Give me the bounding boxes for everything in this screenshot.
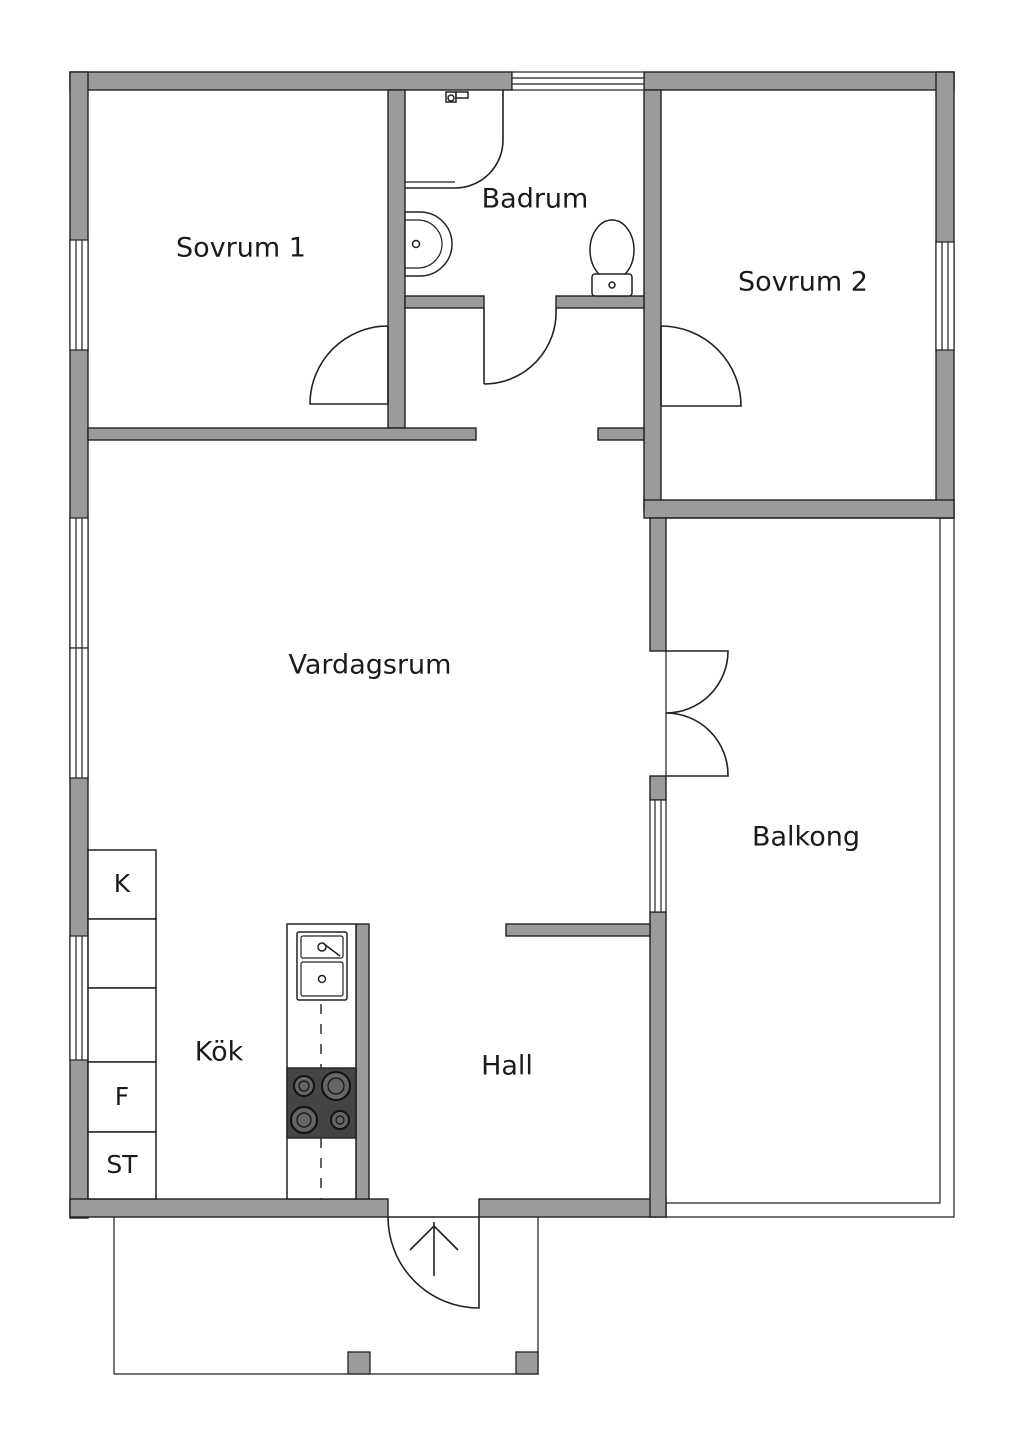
- sink-icon: [296, 931, 348, 1001]
- label-balkong: Balkong: [752, 822, 860, 853]
- kitchen-fixtures: [87, 849, 357, 1200]
- label-appliance-f: F: [115, 1082, 129, 1111]
- door-entrance: [387, 1216, 480, 1309]
- door-bedroom1: [309, 325, 389, 405]
- shower-enclosure: [405, 90, 504, 189]
- door-balcony-lower: [665, 712, 729, 777]
- toilet-icon: [589, 219, 635, 297]
- wall-hall-north: [505, 923, 651, 937]
- appliance-f: [87, 1061, 157, 1133]
- wall-hall-east: [649, 911, 667, 1218]
- wall-bedroom1-east: [387, 89, 406, 429]
- wall-bath-south-left: [404, 295, 485, 309]
- door-bedroom2: [660, 325, 742, 407]
- wall-balcony-west-lower: [649, 775, 667, 801]
- label-hall: Hall: [481, 1051, 533, 1082]
- balcony-outline: [666, 517, 955, 1218]
- wall-bath-south-right: [555, 295, 645, 309]
- bathroom-fixtures: [404, 90, 635, 297]
- window-balcony: [649, 799, 667, 913]
- label-sovrum2: Sovrum 2: [738, 267, 868, 298]
- wall-bedroom1-south: [87, 427, 477, 441]
- wall-top-right: [643, 71, 955, 91]
- window-kitchen: [69, 935, 89, 1061]
- window-bathroom: [511, 71, 645, 91]
- room-labels: Sovrum 1 Badrum Sovrum 2 Vardagsrum Balk…: [106, 184, 868, 1180]
- balcony-rail: [666, 518, 941, 1204]
- label-kok: Kök: [195, 1037, 244, 1068]
- shower-head-icon: [445, 91, 469, 103]
- window-bedroom1: [69, 239, 89, 351]
- door-balcony-upper: [665, 650, 729, 714]
- label-badrum: Badrum: [482, 184, 589, 215]
- appliance-cabinet-2: [87, 987, 157, 1063]
- stove-icon: [286, 1067, 357, 1139]
- wall-corridor-south-right: [597, 427, 645, 441]
- wall-bottom-left: [69, 1198, 389, 1218]
- wall-top-left: [69, 71, 513, 91]
- door-bathroom: [483, 307, 557, 385]
- label-appliance-k: K: [114, 869, 131, 898]
- appliance-k: [87, 849, 157, 920]
- wall-kitchen-hall: [355, 923, 370, 1200]
- porch-outline: [113, 1217, 539, 1375]
- wall-balcony-west-upper: [649, 517, 667, 652]
- window-living-2: [69, 647, 89, 779]
- porch-post-right: [515, 1351, 539, 1375]
- appliance-st: [87, 1131, 157, 1200]
- window-living-1: [69, 517, 89, 649]
- label-appliance-st: ST: [106, 1150, 138, 1179]
- label-sovrum1: Sovrum 1: [176, 233, 306, 264]
- wall-bottom-right: [478, 1198, 667, 1218]
- label-vardagsrum: Vardagsrum: [289, 650, 452, 681]
- wall-bedroom2-west: [643, 89, 662, 509]
- doors: [309, 307, 742, 1309]
- window-bedroom2: [935, 241, 955, 351]
- washbasin: [404, 211, 453, 277]
- windows: [69, 71, 955, 1061]
- entry-arrow-icon: [409, 1222, 459, 1276]
- wall-bedroom2-south: [643, 499, 955, 519]
- porch-post-left: [347, 1351, 371, 1375]
- outdoor: [113, 517, 955, 1375]
- appliance-cabinet-1: [87, 918, 157, 989]
